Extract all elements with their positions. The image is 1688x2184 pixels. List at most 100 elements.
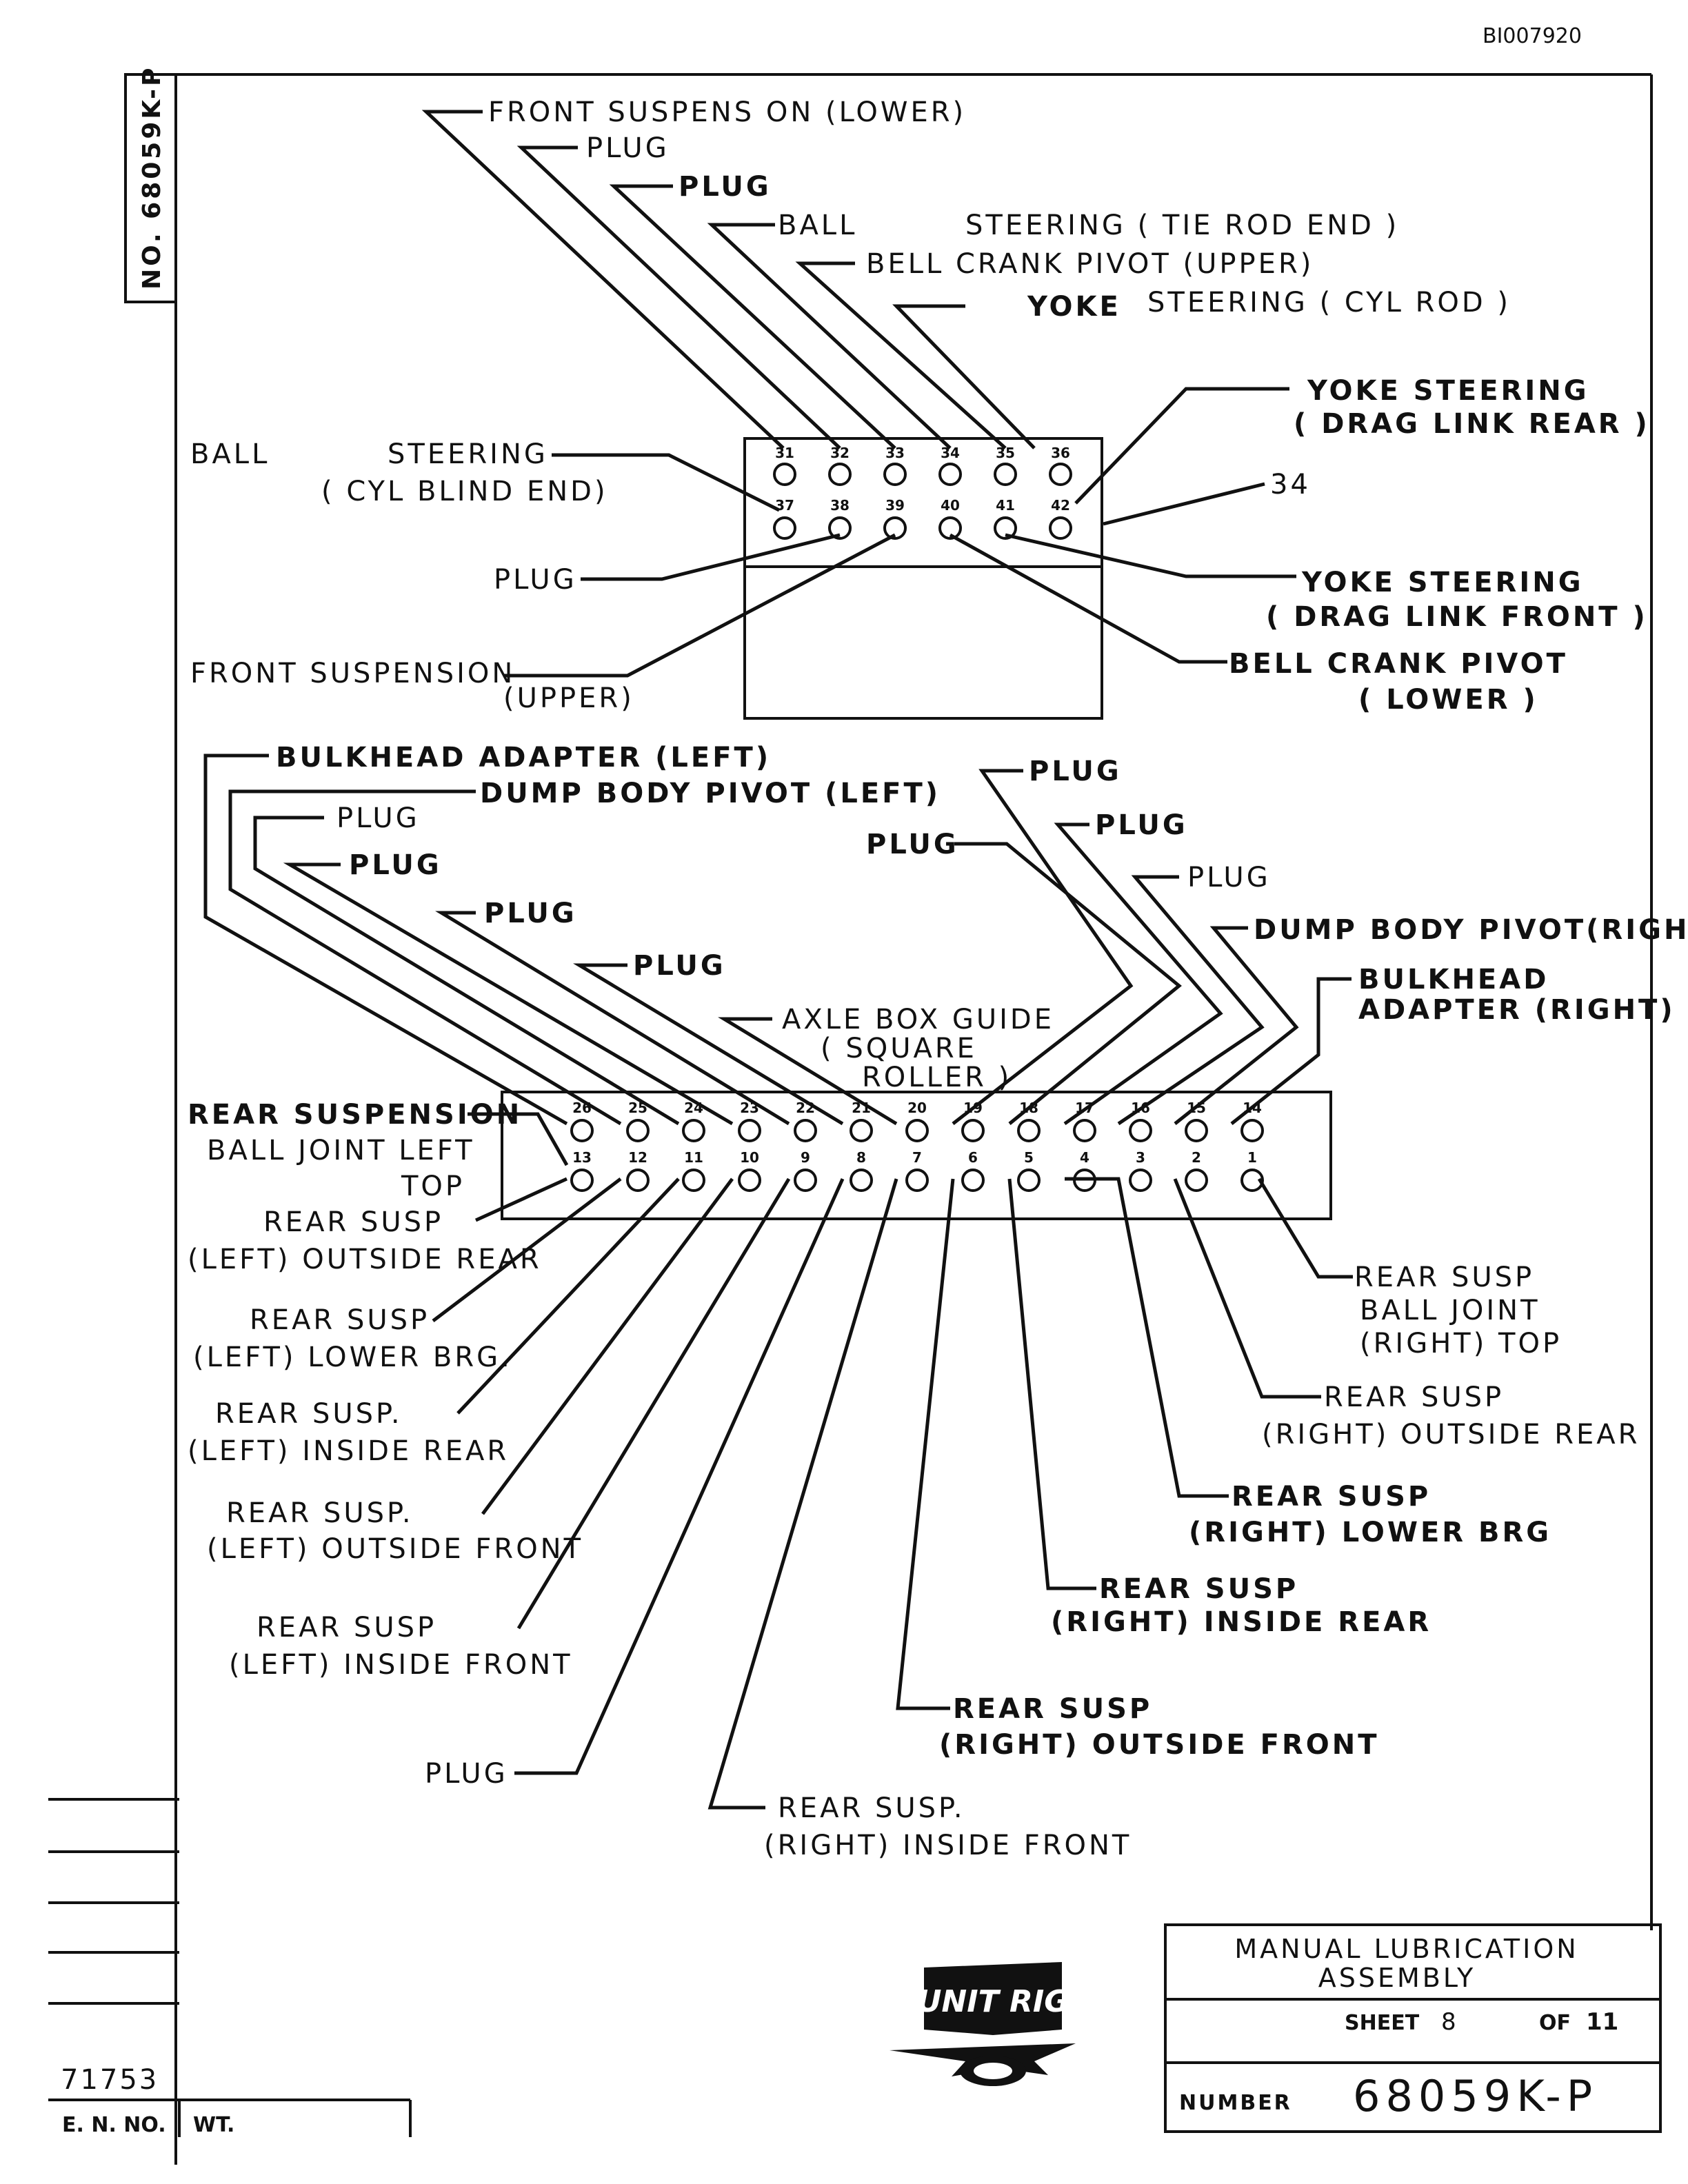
logo-text: UNIT RIG <box>917 1984 1069 2019</box>
fitting-number-42: 42 <box>1051 497 1070 514</box>
engineering-number: 71753 <box>61 2064 159 2096</box>
lower-labels: BULKHEAD ADAPTER (LEFT) DUMP BODY PIVOT … <box>188 742 1688 1861</box>
label-plug-e: PLUG <box>1029 756 1122 787</box>
fitting-number-1: 1 <box>1247 1149 1257 1166</box>
label-rs-r-in-front-2: (RIGHT) INSIDE FRONT <box>764 1830 1132 1861</box>
grease-fitting-11 <box>682 1169 705 1192</box>
grease-fitting-14 <box>1240 1119 1264 1142</box>
label-rs-r-low-1: REAR SUSP <box>1232 1481 1431 1513</box>
label-rs-l-in-rear-1: REAR SUSP. <box>215 1398 403 1430</box>
grease-fitting-24 <box>682 1119 705 1142</box>
label-axle-box-1: AXLE BOX GUIDE <box>782 1004 1054 1035</box>
drawing-title-line2: ASSEMBLY <box>1318 1963 1476 1993</box>
grease-fitting-3 <box>1129 1169 1152 1192</box>
grease-fitting-39 <box>883 516 907 540</box>
label-rs-r-out-rear-2: (RIGHT) OUTSIDE REAR <box>1262 1419 1640 1450</box>
label-rs-l-low-2: (LEFT) LOWER BRG. <box>193 1342 512 1373</box>
lower-leader-lines <box>203 754 1353 1810</box>
label-front-susp-upper-1: FRONT SUSPENSION <box>190 658 515 689</box>
drawing-title-line1: MANUAL LUBRICATION <box>1234 1934 1578 1964</box>
upper-leader-lines <box>421 110 1296 678</box>
fitting-number-38: 38 <box>830 497 850 514</box>
title-block: MANUAL LUBRICATION ASSEMBLY SHEET 8 OF 1… <box>1164 1923 1662 2133</box>
grease-fitting-36 <box>1049 463 1072 486</box>
fitting-number-9: 9 <box>801 1149 810 1166</box>
label-plug-h: PLUG <box>1187 862 1271 893</box>
grease-fitting-34 <box>938 463 962 486</box>
upper-fitting-block <box>743 437 1103 720</box>
label-rs-r-low-2: (RIGHT) LOWER BRG <box>1189 1517 1551 1548</box>
grease-fitting-22 <box>794 1119 817 1142</box>
grease-fitting-18 <box>1017 1119 1041 1142</box>
grease-fitting-17 <box>1073 1119 1096 1142</box>
label-yoke-drag-rear-2: ( DRAG LINK REAR ) <box>1294 408 1650 440</box>
label-yoke-drag-front-2: ( DRAG LINK FRONT ) <box>1266 601 1648 633</box>
grease-fitting-1 <box>1240 1169 1264 1192</box>
fitting-number-8: 8 <box>856 1149 866 1166</box>
grease-fitting-10 <box>738 1169 761 1192</box>
label-plug-g: PLUG <box>1095 809 1188 841</box>
fitting-number-20: 20 <box>907 1100 927 1116</box>
fitting-number-13: 13 <box>572 1149 592 1166</box>
wt-label: WT. <box>193 2113 234 2137</box>
label-steering-tie-rod: STEERING ( TIE ROD END ) <box>965 210 1399 241</box>
fitting-number-36: 36 <box>1051 445 1070 461</box>
fitting-number-10: 10 <box>740 1149 759 1166</box>
label-front-susp-upper-2: (UPPER) <box>503 682 634 714</box>
label-plug-a: PLUG <box>336 802 420 834</box>
label-bell-crank-upper: BELL CRANK PIVOT (UPPER) <box>866 248 1314 280</box>
grease-fitting-16 <box>1129 1119 1152 1142</box>
label-plug-1: PLUG <box>586 132 670 164</box>
fitting-number-31: 31 <box>775 445 794 461</box>
label-rs-l-in-front-2: (LEFT) INSIDE FRONT <box>229 1649 573 1681</box>
grease-fitting-41 <box>994 516 1017 540</box>
label-steering-cyl-rod: STEERING ( CYL ROD ) <box>1147 287 1511 318</box>
label-front-susp-lower: FRONT SUSPENS ON (LOWER) <box>488 97 966 128</box>
label-rs-ball-right-2: BALL JOINT <box>1360 1295 1540 1326</box>
label-yoke-drag-front-1: YOKE STEERING <box>1301 567 1584 598</box>
grease-fitting-33 <box>883 463 907 486</box>
grease-fitting-35 <box>994 463 1017 486</box>
grease-fitting-5 <box>1017 1169 1041 1192</box>
grease-fitting-20 <box>905 1119 929 1142</box>
label-plug-2: PLUG <box>679 171 772 203</box>
grease-fitting-19 <box>961 1119 985 1142</box>
label-bulkhead-right-1: BULKHEAD <box>1358 964 1549 995</box>
revision-block: 71753 E. N. NO. WT. <box>48 1798 412 2137</box>
label-rs-r-in-front-1: REAR SUSP. <box>778 1792 965 1824</box>
fitting-number-40: 40 <box>941 497 960 514</box>
grease-fitting-7 <box>905 1169 929 1192</box>
label-rs-r-out-front-1: REAR SUSP <box>953 1693 1152 1725</box>
label-ref-34: 34 <box>1270 469 1311 501</box>
fitting-number-39: 39 <box>885 497 905 514</box>
label-bulkhead-right-2: ADAPTER (RIGHT) <box>1358 994 1676 1026</box>
label-ball-cyl-blind: BALL <box>190 438 270 470</box>
label-rs-l-low-1: REAR SUSP <box>250 1304 430 1336</box>
label-dump-left: DUMP BODY PIVOT (LEFT) <box>480 778 941 809</box>
grease-fitting-12 <box>626 1169 650 1192</box>
label-rs-ball-right-1: REAR SUSP <box>1354 1262 1534 1293</box>
grease-fitting-9 <box>794 1169 817 1192</box>
label-cyl-blind-end: ( CYL BLIND END) <box>321 476 608 507</box>
grease-fitting-37 <box>773 516 796 540</box>
grease-fitting-42 <box>1049 516 1072 540</box>
grease-fitting-8 <box>850 1169 873 1192</box>
sheet-number: 8 <box>1441 2008 1456 2036</box>
fitting-number-7: 7 <box>912 1149 922 1166</box>
fitting-number-2: 2 <box>1192 1149 1201 1166</box>
label-rs-l-out-rear-2: (LEFT) OUTSIDE REAR <box>188 1244 542 1275</box>
label-rs-ball-left-1: REAR SUSPENSION <box>188 1099 522 1131</box>
label-rs-r-in-rear-2: (RIGHT) INSIDE REAR <box>1051 1606 1431 1638</box>
upper-labels: FRONT SUSPENS ON (LOWER) PLUG PLUG BALL … <box>190 97 1650 716</box>
drawing-frame <box>124 73 1653 2165</box>
lower-fitting-block <box>501 1091 1332 1220</box>
label-plug-b: PLUG <box>349 849 442 881</box>
label-plug-bottom: PLUG <box>425 1758 508 1790</box>
label-plug-3: PLUG <box>494 564 577 596</box>
label-rs-l-in-rear-2: (LEFT) INSIDE REAR <box>188 1435 509 1467</box>
document-id: BI007920 <box>1483 24 1582 48</box>
side-stamp: NO. 68059K-P <box>138 65 166 290</box>
grease-fitting-6 <box>961 1169 985 1192</box>
fitting-number-41: 41 <box>996 497 1015 514</box>
